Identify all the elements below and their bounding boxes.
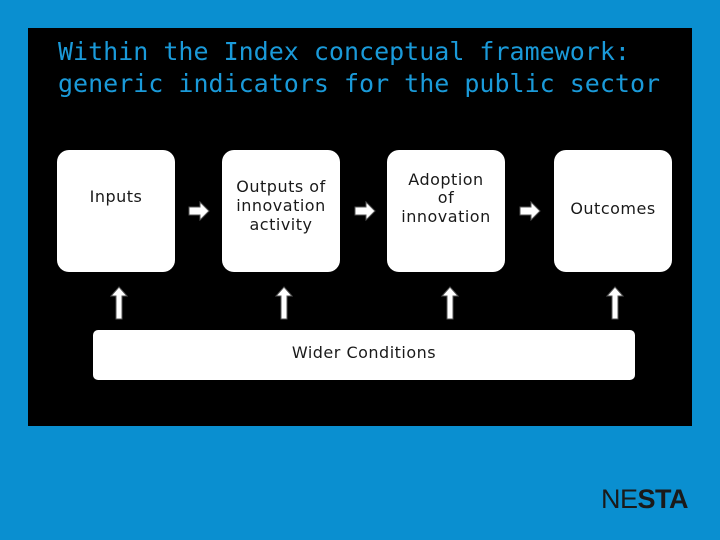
wider-conditions-label: Wider Conditions xyxy=(291,343,437,362)
inputs-box: Inputs xyxy=(57,150,175,272)
wider-conditions-box: Wider Conditions xyxy=(93,330,635,380)
up-arrow-icon xyxy=(441,286,459,320)
logo-part-2: STA xyxy=(637,484,689,514)
nesta-logo: NESTA xyxy=(601,484,689,515)
outcomes-label: Outcomes xyxy=(570,199,656,218)
up-arrow-icon xyxy=(275,286,293,320)
outputs-label-line-1: Outputs of xyxy=(236,177,326,196)
outputs-label-line-3: activity xyxy=(249,215,313,234)
outputs-box: Outputs of innovation activity xyxy=(222,150,340,272)
right-arrow-icon xyxy=(354,201,376,221)
adoption-label-line-3: innovation xyxy=(401,207,491,226)
right-arrow-icon xyxy=(188,201,210,221)
up-arrow-icon xyxy=(110,286,128,320)
adoption-label-line-2: of xyxy=(437,188,455,207)
title-line-1: Within the Index conceptual framework: xyxy=(58,37,630,66)
outcomes-box: Outcomes xyxy=(554,150,672,272)
adoption-box: Adoption of innovation xyxy=(387,150,505,272)
inputs-label: Inputs xyxy=(89,187,143,206)
title-line-2: generic indicators for the public sector xyxy=(58,69,661,98)
up-arrow-icon xyxy=(606,286,624,320)
slide-title: Within the Index conceptual framework: g… xyxy=(58,36,678,100)
right-arrow-icon xyxy=(519,201,541,221)
logo-part-1: NE xyxy=(601,484,638,514)
adoption-label-line-1: Adoption xyxy=(408,170,484,189)
outputs-label-line-2: innovation xyxy=(236,196,326,215)
